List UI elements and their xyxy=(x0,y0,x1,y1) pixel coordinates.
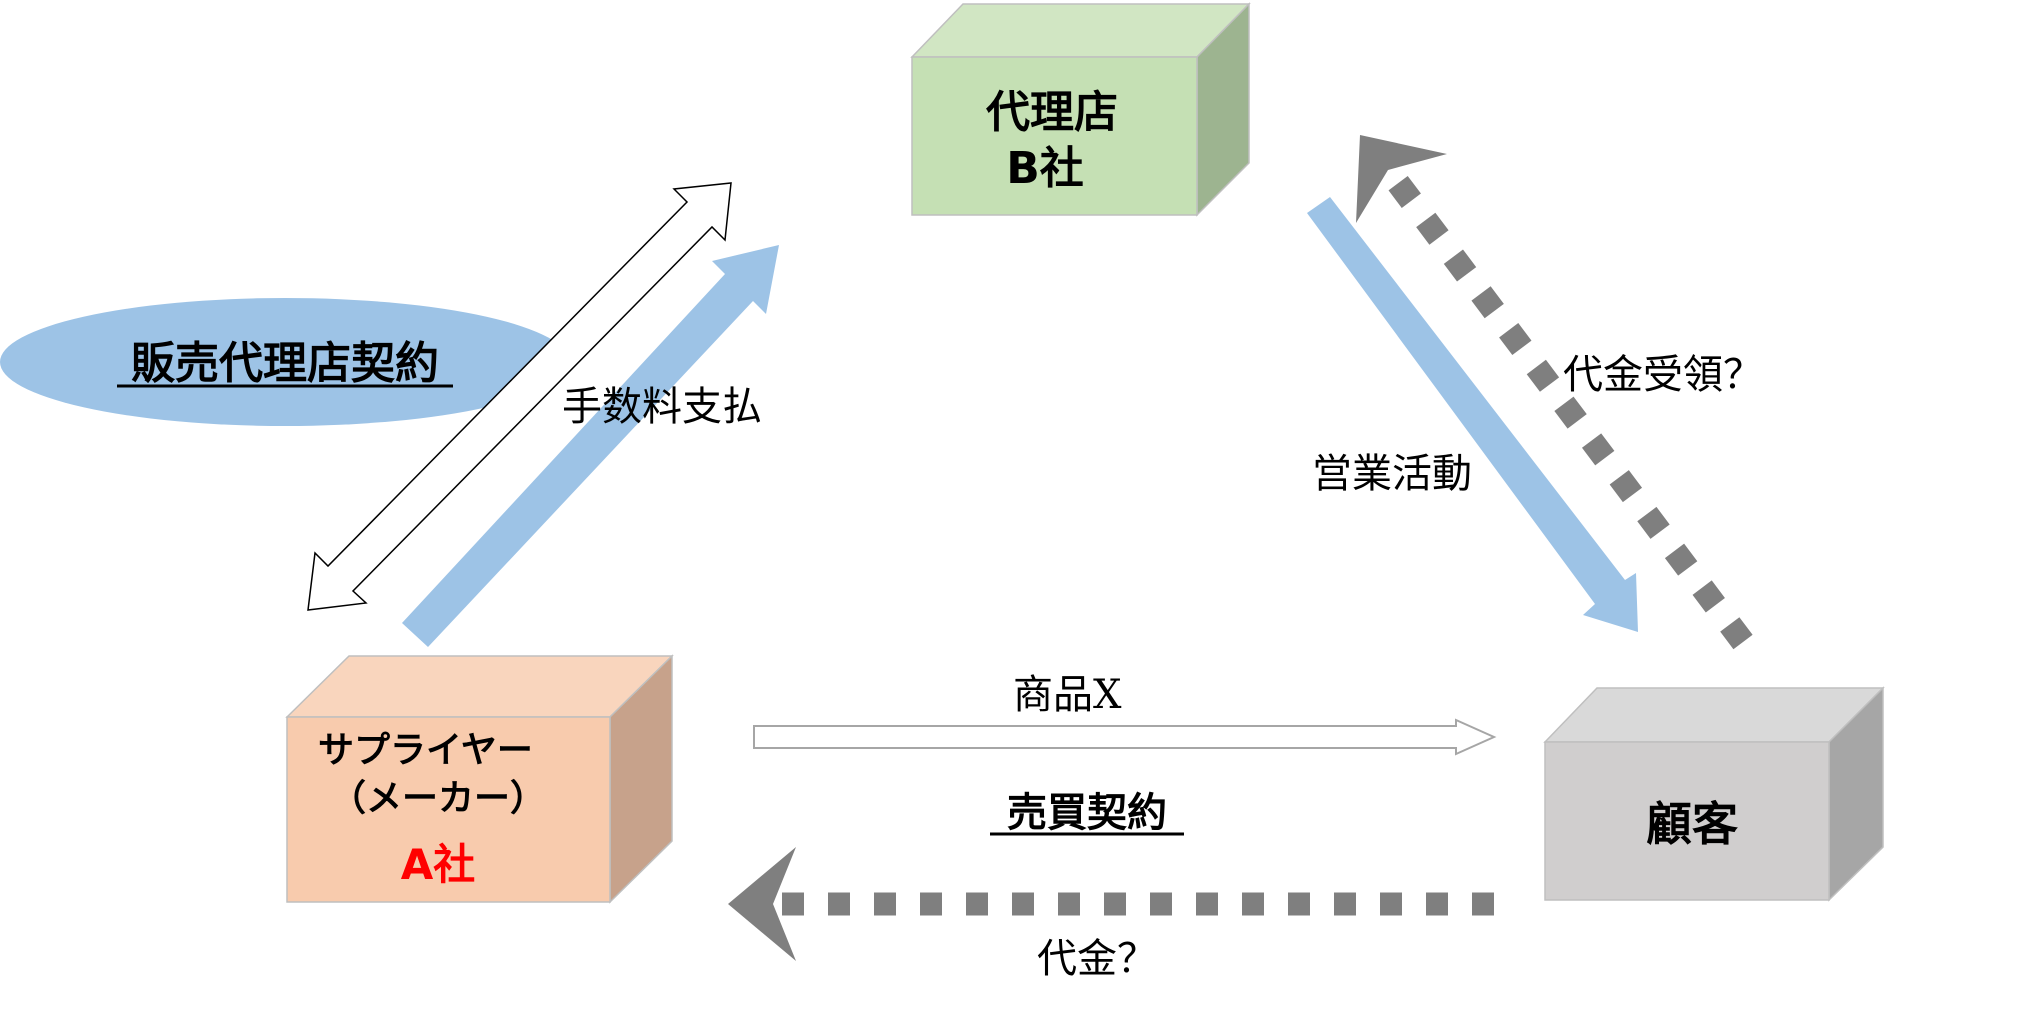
agency-contract-ellipse xyxy=(0,298,570,426)
payment-label: 代金？ xyxy=(1037,936,1157,982)
agent-box: 代理店 B社 xyxy=(910,2,1251,217)
payment-receipt-arrow-shaft xyxy=(1382,167,1753,650)
sales-activity-label: 営業活動 xyxy=(1312,451,1472,497)
payment-receipt-arrow xyxy=(1356,135,1753,650)
agent-box-top xyxy=(910,3,1251,58)
payment-receipt-arrow-head xyxy=(1356,135,1447,223)
customer-box: 顧客 xyxy=(1543,686,1885,902)
customer-label: 顧客 xyxy=(1646,797,1738,851)
supplier-box: サプライヤー （メーカー） A社 xyxy=(285,654,674,904)
customer-box-front xyxy=(1544,741,1830,901)
commission-payment-arrow xyxy=(402,245,779,647)
sales-activity-arrow xyxy=(1307,197,1638,632)
customer-box-top xyxy=(1543,687,1885,743)
supplier-company-label: A社 xyxy=(401,840,476,889)
supplier-box-front xyxy=(286,716,611,903)
product-arrow xyxy=(753,718,1497,756)
agent-label-line1: 代理店 xyxy=(985,87,1118,138)
sales-contract-label: 売買契約 xyxy=(1007,790,1167,836)
payment-arrow xyxy=(728,847,1494,961)
product-label: 商品X xyxy=(1013,672,1122,718)
agency-contract-double-arrow xyxy=(307,182,732,611)
supplier-label-line1: サプライヤー xyxy=(318,730,533,771)
agent-label-line2: B社 xyxy=(1006,143,1084,194)
agency-contract-label: 販売代理店契約 xyxy=(131,338,439,389)
agent-box-front xyxy=(911,56,1198,216)
agency-contract: 販売代理店契約 xyxy=(0,298,570,426)
payment-receipt-label: 代金受領？ xyxy=(1563,352,1763,398)
payment-arrow-head xyxy=(728,847,796,961)
commission-payment-label: 手数料支払 xyxy=(562,384,762,430)
supplier-label-line2: （メーカー） xyxy=(330,778,546,819)
supplier-box-top xyxy=(285,655,674,718)
